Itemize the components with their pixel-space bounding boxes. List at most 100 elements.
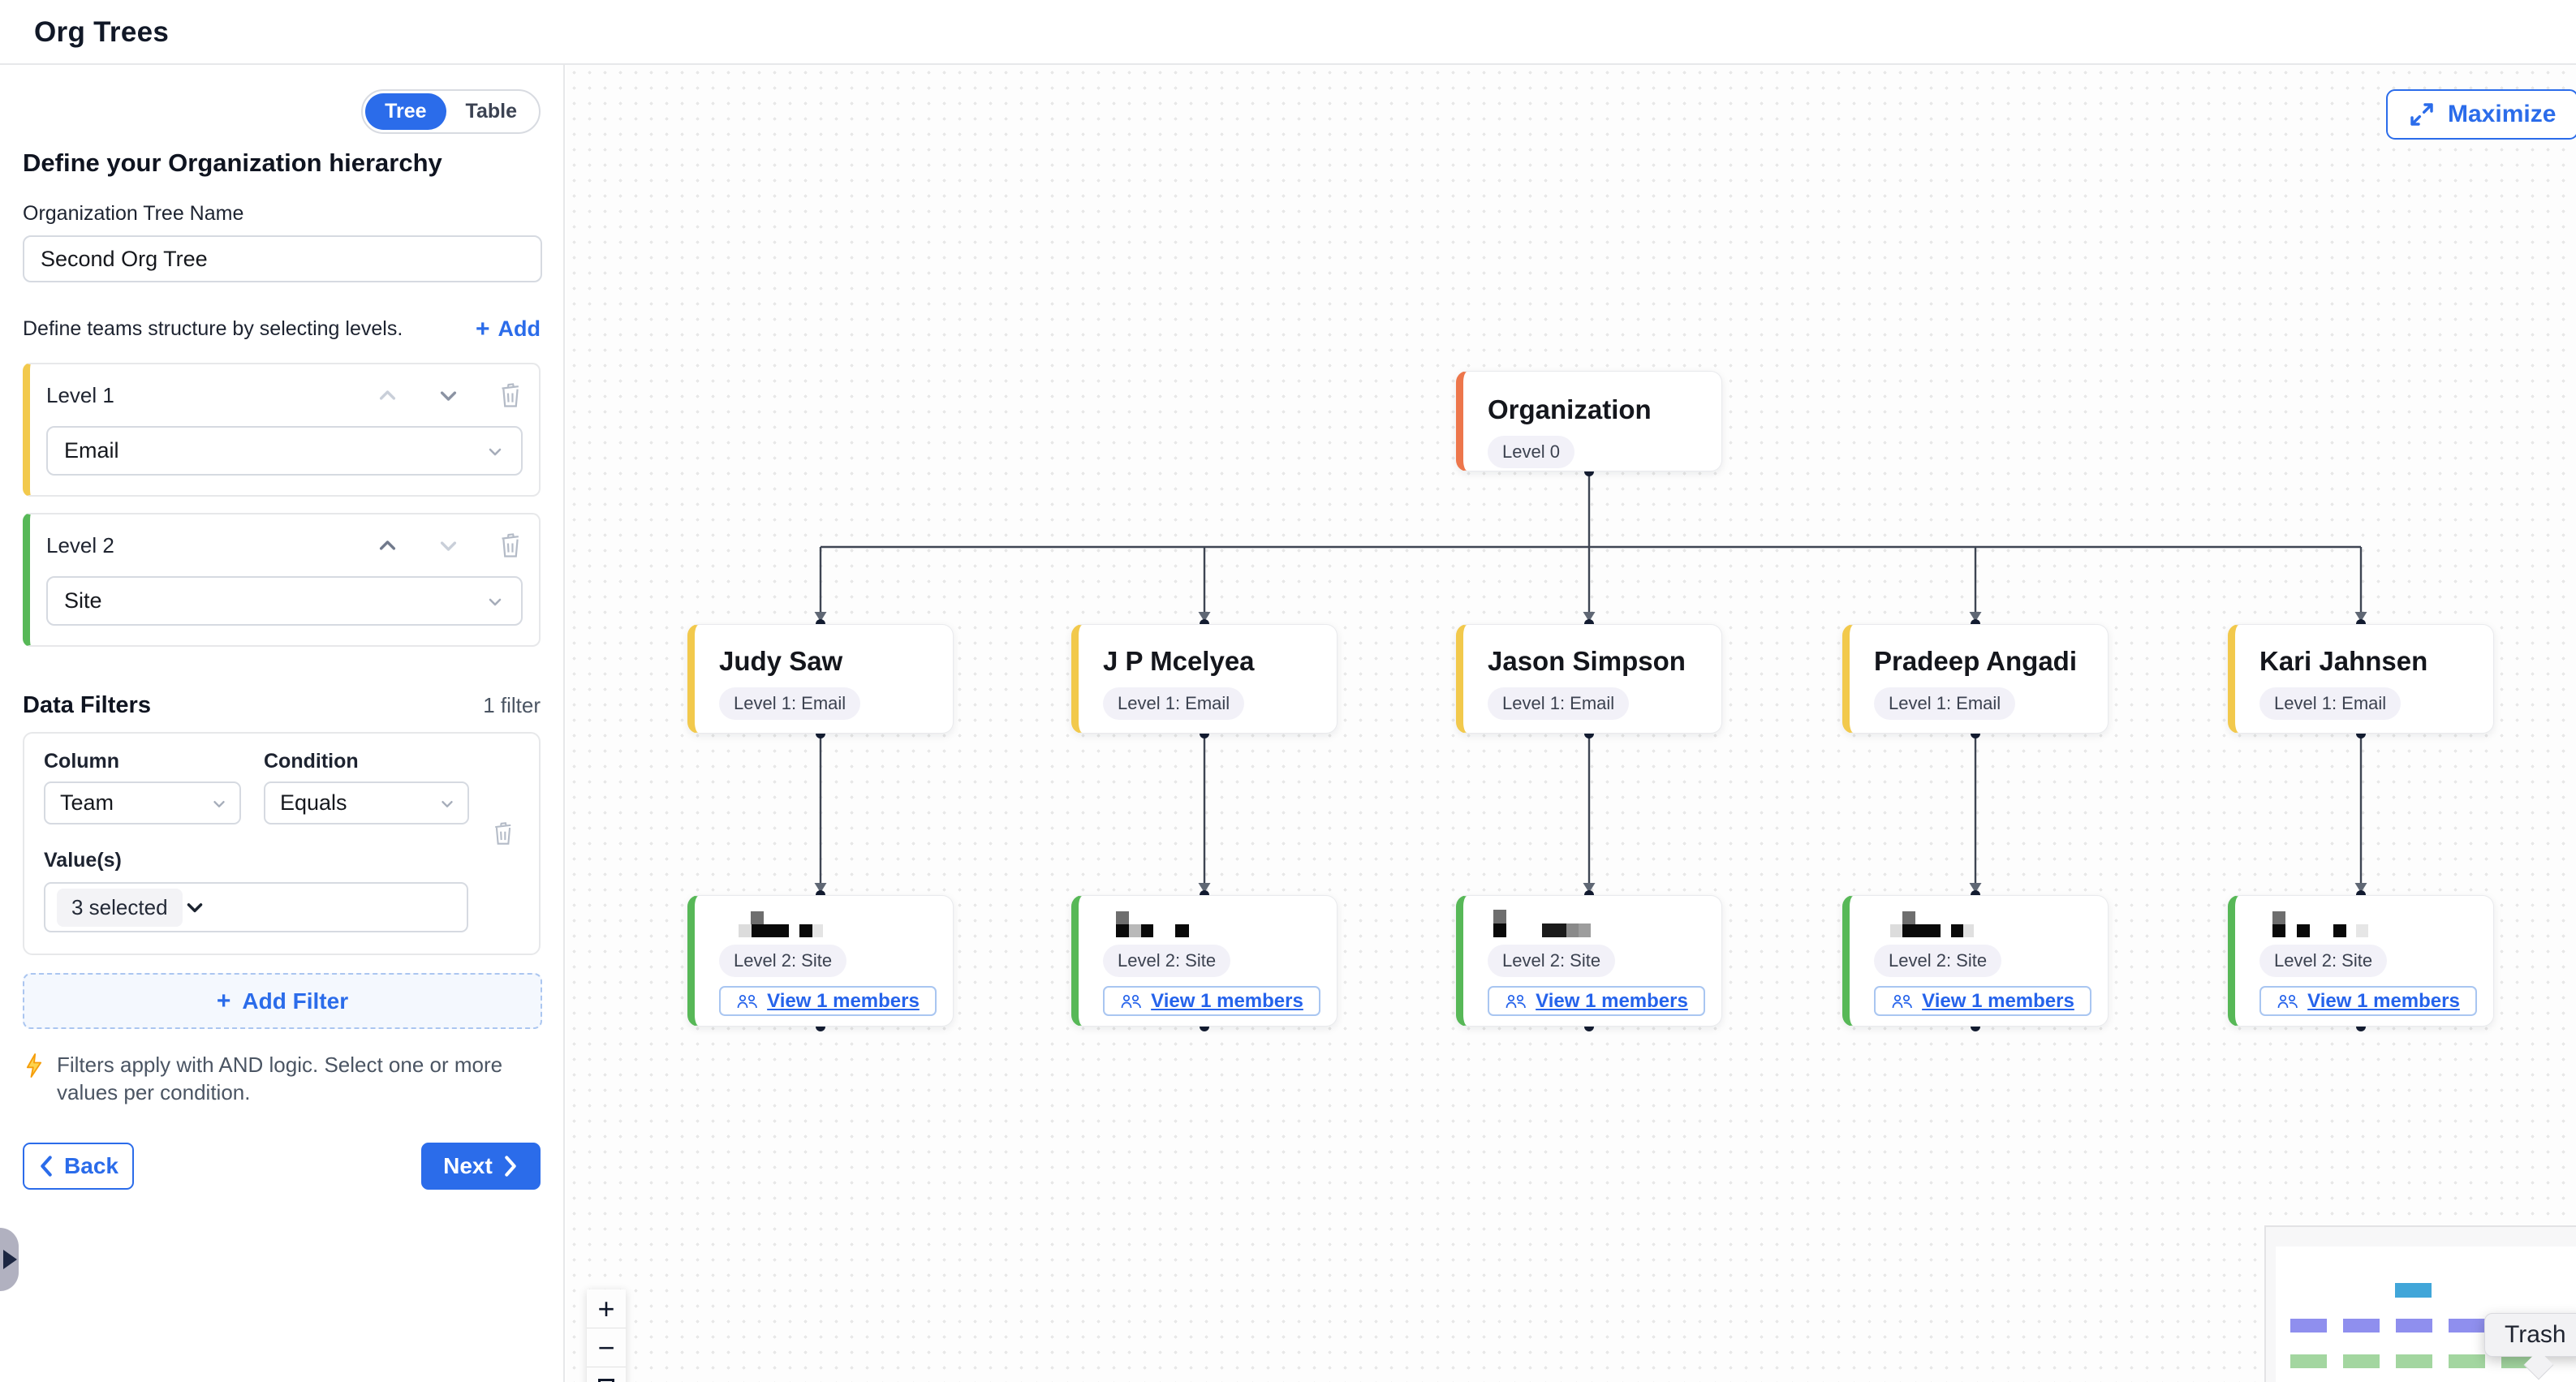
minimap-level1-rect (2396, 1319, 2432, 1332)
view-members-label: View 1 members (2307, 989, 2460, 1012)
fit-view-icon (598, 1378, 614, 1382)
filters-note-text: Filters apply with AND logic. Select one… (57, 1053, 503, 1104)
view-members-button[interactable]: View 1 members (1874, 986, 2091, 1016)
column-value: Team (60, 790, 114, 815)
chevron-down-icon (183, 895, 207, 919)
minimap-level1-rect (2290, 1319, 2327, 1332)
top-bar: Org Trees (0, 0, 2576, 65)
node-level-badge: Level 1: Email (719, 687, 861, 720)
redacted-name (2259, 896, 2479, 938)
add-level-button[interactable]: + Add (476, 316, 541, 342)
move-down-icon[interactable] (437, 535, 459, 557)
node-level-badge: Level 1: Email (1874, 687, 2016, 720)
level-1-field-select[interactable]: Email (46, 426, 523, 476)
view-members-button[interactable]: View 1 members (2259, 986, 2477, 1016)
tree-name-input[interactable] (23, 235, 542, 282)
toggle-table[interactable]: Table (446, 93, 536, 130)
levels-section-header: Define teams structure by selecting leve… (23, 316, 541, 342)
org-root-node[interactable]: Organization Level 0 (1456, 371, 1722, 471)
minimap-level2-rect (2449, 1354, 2485, 1368)
members-group-icon (2277, 992, 2299, 1011)
next-button[interactable]: Next (421, 1142, 541, 1190)
node-level-badge: Level 2: Site (719, 945, 847, 977)
maximize-button[interactable]: Maximize (2386, 89, 2576, 140)
condition-select[interactable]: Equals (264, 781, 469, 824)
level-2-field-select[interactable]: Site (46, 576, 523, 626)
page-title: Org Trees (34, 16, 170, 48)
minimap-level1-rect (2449, 1319, 2485, 1332)
node-level-badge: Level 1: Email (2259, 687, 2402, 720)
node-level-badge: Level 2: Site (1488, 945, 1616, 977)
chevron-down-icon (438, 794, 456, 812)
members-group-icon (736, 992, 759, 1011)
level-card-2: Level 2 Site (23, 513, 541, 647)
fit-view-button[interactable] (587, 1367, 626, 1382)
view-members-button[interactable]: View 1 members (1488, 986, 1705, 1016)
tree-name-label: Organization Tree Name (23, 202, 244, 225)
arrow-right-icon (3, 1250, 17, 1269)
plus-icon: + (475, 315, 490, 342)
view-members-label: View 1 members (1151, 989, 1303, 1012)
level-card-1: Level 1 Email (23, 363, 541, 497)
chevron-down-icon (485, 441, 505, 461)
view-members-button[interactable]: View 1 members (719, 986, 937, 1016)
sidebar-expand-handle[interactable] (0, 1228, 19, 1291)
remove-filter-trash-icon[interactable] (492, 821, 515, 846)
redacted-name (1874, 896, 2093, 938)
data-filters-header: Data Filters 1 filter (23, 692, 541, 719)
view-toggle: Tree Table (361, 89, 541, 134)
move-down-icon[interactable] (437, 385, 459, 407)
zoom-controls: + − (587, 1289, 626, 1382)
move-up-icon[interactable] (377, 385, 398, 407)
plus-icon: + (216, 987, 231, 1014)
node-title: Pradeep Angadi (1874, 646, 2077, 676)
level-2-field-value: Site (64, 588, 102, 613)
toggle-tree[interactable]: Tree (365, 93, 446, 130)
filter-count-label: 1 filter (483, 693, 541, 717)
minimap-level2-rect (2396, 1354, 2432, 1368)
node-title: Kari Jahnsen (2259, 646, 2428, 676)
minimap-level1-rect (2343, 1319, 2380, 1332)
levels-description: Define teams structure by selecting leve… (23, 317, 403, 340)
values-label: Value(s) (44, 849, 122, 872)
view-members-button[interactable]: View 1 members (1103, 986, 1320, 1016)
node-title: Jason Simpson (1488, 646, 1686, 676)
trash-icon[interactable] (498, 532, 523, 558)
back-button[interactable]: Back (23, 1142, 134, 1190)
move-up-icon[interactable] (377, 535, 398, 557)
node-title: Organization (1488, 394, 1652, 424)
level-2-label: Level 2 (46, 532, 114, 558)
column-label: Column (44, 750, 120, 773)
node-level-badge: Level 2: Site (1874, 945, 2002, 977)
condition-label: Condition (264, 750, 359, 773)
column-select[interactable]: Team (44, 781, 241, 824)
minimap-level2-rect (2290, 1354, 2327, 1368)
zoom-in-button[interactable]: + (587, 1289, 626, 1328)
values-select[interactable]: 3 selected (44, 882, 468, 932)
panel-heading: Define your Organization hierarchy (23, 149, 442, 177)
add-level-label: Add (498, 316, 541, 341)
minimap-root-rect (2395, 1283, 2432, 1298)
trash-icon[interactable] (498, 382, 523, 408)
zoom-out-button[interactable]: − (587, 1328, 626, 1367)
view-toggle-row: Tree Table (23, 89, 541, 134)
add-filter-button[interactable]: + Add Filter (23, 973, 542, 1029)
members-group-icon (1505, 992, 1527, 1011)
level-1-label: Level 1 (46, 382, 114, 407)
redacted-name (1103, 896, 1322, 938)
filters-note: Filters apply with AND logic. Select one… (23, 1052, 541, 1107)
node-level-badge: Level 2: Site (2259, 945, 2388, 977)
redacted-name (719, 896, 938, 938)
trash-tooltip-label: Trash (2484, 1313, 2576, 1357)
